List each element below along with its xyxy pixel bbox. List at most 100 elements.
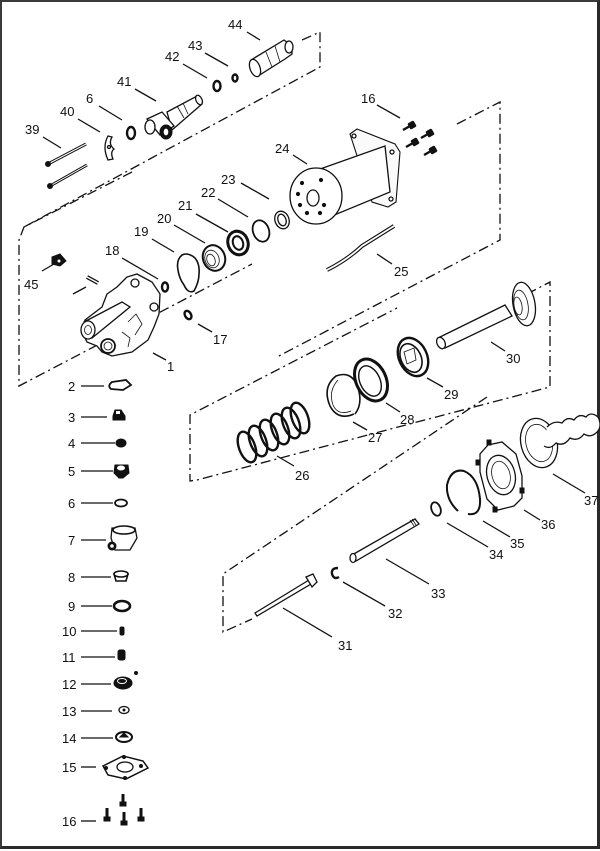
part-7-valve-body[interactable] bbox=[107, 525, 138, 551]
part-22-o-ring[interactable] bbox=[250, 218, 273, 244]
part-30-push-rod[interactable] bbox=[435, 280, 539, 350]
callout-6-lower[interactable]: 6 bbox=[68, 496, 75, 511]
callout-25[interactable]: 25 bbox=[394, 264, 408, 279]
part-10-pin[interactable] bbox=[119, 626, 125, 636]
part-41-o-ring[interactable] bbox=[212, 79, 222, 93]
callout-23[interactable]: 23 bbox=[221, 172, 235, 187]
callout-34[interactable]: 34 bbox=[489, 547, 503, 562]
part-18-o-ring[interactable] bbox=[160, 281, 170, 293]
callout-36[interactable]: 36 bbox=[541, 517, 555, 532]
part-25-tube[interactable] bbox=[326, 224, 396, 272]
callout-30[interactable]: 30 bbox=[506, 351, 520, 366]
part-1-housing[interactable] bbox=[80, 273, 161, 357]
part-12-diaphragm-assembly[interactable] bbox=[113, 671, 138, 690]
part-13-washer[interactable] bbox=[118, 705, 130, 715]
leader-21 bbox=[195, 213, 229, 233]
leader-44 bbox=[41, 263, 55, 272]
part-16-screws-lower[interactable] bbox=[103, 794, 145, 826]
callout-43[interactable]: 44 bbox=[228, 17, 242, 32]
callout-16-lower[interactable]: 16 bbox=[62, 814, 76, 829]
callout-3[interactable]: 3 bbox=[68, 410, 75, 425]
callout-39[interactable]: 40 bbox=[60, 104, 74, 119]
part-14-retainer[interactable] bbox=[115, 731, 133, 743]
part-16-screws-upper[interactable] bbox=[402, 120, 438, 157]
part-42-o-ring[interactable] bbox=[231, 73, 239, 83]
part-29-piston[interactable] bbox=[392, 333, 434, 381]
callout-19[interactable]: 19 bbox=[134, 224, 148, 239]
part-27-split-ring[interactable] bbox=[326, 373, 361, 417]
callout-40[interactable]: 41 bbox=[117, 74, 131, 89]
callout-12[interactable]: 12 bbox=[62, 677, 76, 692]
callout-22[interactable]: 22 bbox=[201, 185, 215, 200]
part-44-cap[interactable] bbox=[51, 253, 67, 267]
callout-6-upper[interactable]: 6 bbox=[86, 91, 93, 106]
callout-10[interactable]: 10 bbox=[62, 624, 76, 639]
part-19-gasket[interactable] bbox=[176, 253, 200, 293]
callout-16-upper[interactable]: 16 bbox=[361, 91, 375, 106]
part-38-bolts[interactable] bbox=[45, 142, 88, 189]
callout-27[interactable]: 27 bbox=[368, 430, 382, 445]
callout-32[interactable]: 32 bbox=[388, 606, 402, 621]
callout-37[interactable]: 37 bbox=[584, 493, 598, 508]
callout-29[interactable]: 29 bbox=[444, 387, 458, 402]
part-3-valve-cap[interactable] bbox=[112, 409, 126, 421]
callout-31[interactable]: 31 bbox=[338, 638, 352, 653]
callout-44[interactable]: 45 bbox=[24, 277, 38, 292]
part-23-washer[interactable] bbox=[272, 209, 291, 231]
part-40-valve-stem[interactable] bbox=[144, 94, 204, 140]
callout-9[interactable]: 9 bbox=[68, 599, 75, 614]
part-8-seal-cup[interactable] bbox=[112, 570, 130, 582]
leader-40 bbox=[134, 88, 157, 102]
callout-15[interactable]: 15 bbox=[62, 760, 76, 775]
callout-4[interactable]: 4 bbox=[68, 436, 75, 451]
part-4-ball[interactable] bbox=[115, 438, 127, 448]
callout-17[interactable]: 17 bbox=[213, 332, 227, 347]
callout-35[interactable]: 35 bbox=[510, 536, 524, 551]
callout-20[interactable]: 20 bbox=[157, 211, 171, 226]
callout-13[interactable]: 13 bbox=[62, 704, 76, 719]
part-5-valve-seat[interactable] bbox=[113, 464, 130, 479]
leader-22 bbox=[217, 198, 249, 218]
callout-18[interactable]: 18 bbox=[105, 243, 119, 258]
part-21-seal[interactable] bbox=[224, 228, 251, 257]
part-6-o-ring-lower[interactable] bbox=[114, 498, 128, 508]
part-31-rod[interactable] bbox=[254, 573, 318, 617]
callout-42[interactable]: 43 bbox=[188, 38, 202, 53]
part-9-ring-seal[interactable] bbox=[112, 599, 132, 613]
part-37-boot[interactable] bbox=[515, 413, 600, 472]
part-28-seal[interactable] bbox=[348, 354, 394, 407]
part-35-snap-ring[interactable] bbox=[445, 469, 482, 516]
part-2-gasket[interactable] bbox=[108, 379, 133, 391]
callout-26[interactable]: 26 bbox=[295, 468, 309, 483]
part-24-cylinder[interactable] bbox=[289, 128, 401, 225]
part-20-seal-assembly[interactable] bbox=[199, 242, 229, 274]
part-6-o-ring-upper[interactable] bbox=[125, 125, 137, 141]
part-36-mounting-plate[interactable] bbox=[475, 439, 525, 513]
part-32-clip[interactable] bbox=[330, 566, 340, 580]
callout-7[interactable]: 7 bbox=[68, 533, 75, 548]
callout-28[interactable]: 28 bbox=[400, 412, 414, 427]
callout-21[interactable]: 21 bbox=[178, 198, 192, 213]
part-15-cover-plate[interactable] bbox=[101, 755, 150, 780]
part-43-sleeve[interactable] bbox=[247, 39, 294, 78]
callout-5[interactable]: 5 bbox=[68, 464, 75, 479]
callout-1[interactable]: 1 bbox=[167, 359, 174, 374]
part-39-bracket-clip[interactable] bbox=[104, 135, 116, 161]
callout-33[interactable]: 33 bbox=[431, 586, 445, 601]
part-11-plug[interactable] bbox=[117, 649, 126, 661]
part-34-o-ring[interactable] bbox=[429, 501, 442, 517]
callout-38[interactable]: 39 bbox=[25, 122, 39, 137]
callout-24[interactable]: 24 bbox=[275, 141, 289, 156]
part-17-o-ring[interactable] bbox=[183, 309, 193, 321]
callout-41[interactable]: 42 bbox=[165, 49, 179, 64]
callout-11[interactable]: 11 bbox=[62, 650, 76, 665]
leader-43 bbox=[246, 31, 261, 41]
callout-14[interactable]: 14 bbox=[62, 731, 76, 746]
part-33-shaft[interactable] bbox=[349, 518, 420, 564]
callout-2[interactable]: 2 bbox=[68, 379, 75, 394]
part-26-spring[interactable] bbox=[234, 400, 313, 465]
part-45-fitting[interactable] bbox=[86, 275, 99, 285]
leader-27 bbox=[352, 421, 368, 431]
callout-8[interactable]: 8 bbox=[68, 570, 75, 585]
